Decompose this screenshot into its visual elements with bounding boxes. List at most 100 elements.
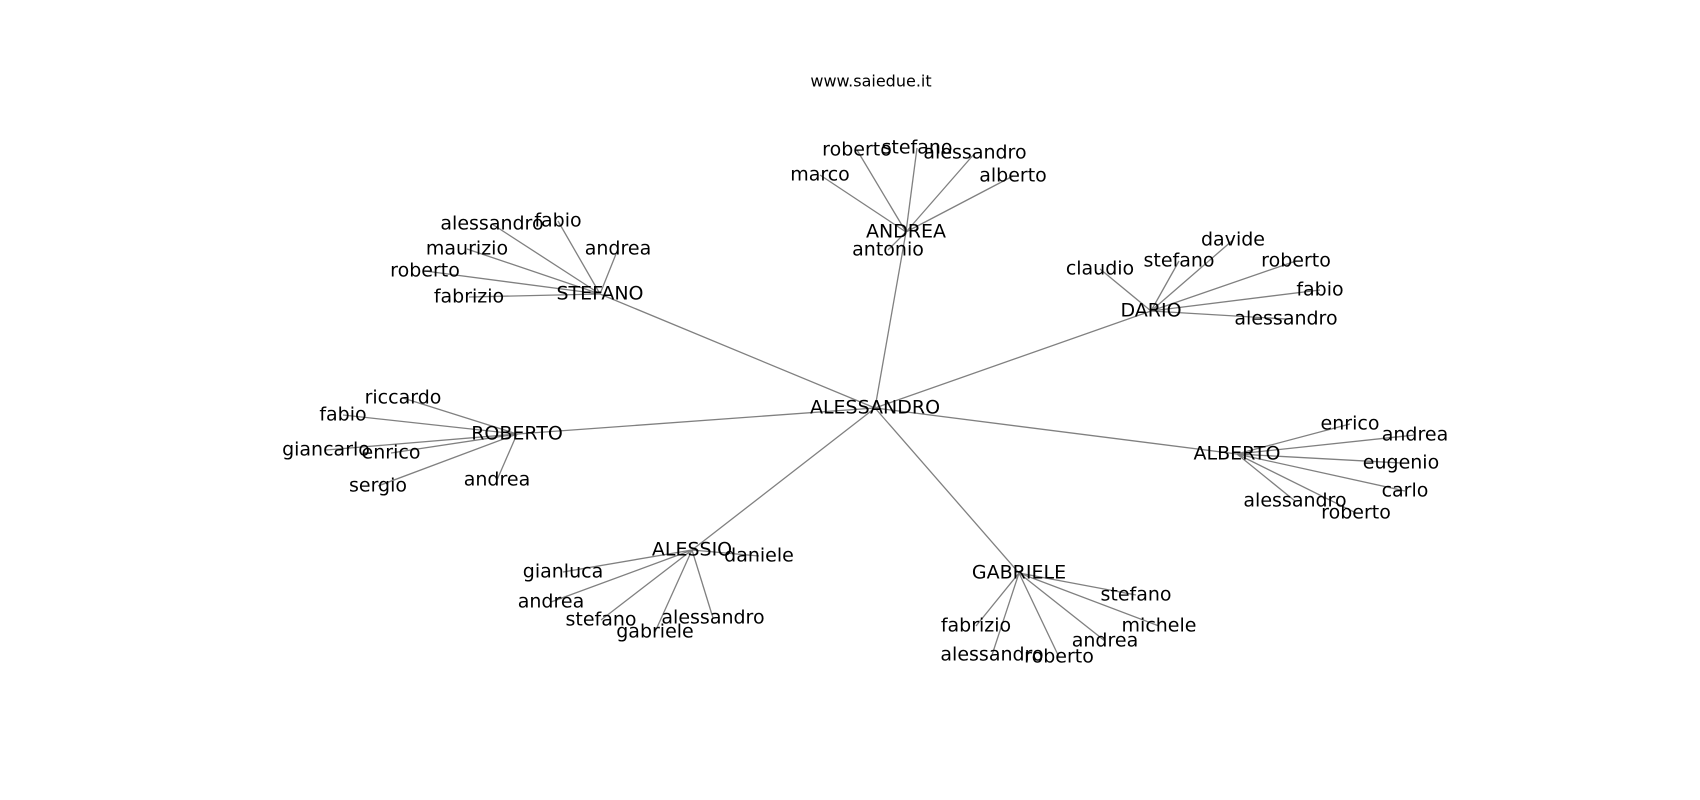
edge-dario-to-claudio <box>1099 268 1152 312</box>
leaf-node-label: enrico <box>362 442 421 464</box>
leaf-node-label: roberto <box>390 260 460 282</box>
edge-center-to-gabriele <box>874 407 1020 574</box>
leaf-node-label: davide <box>1201 229 1265 251</box>
leaf-node-label: alessandro <box>940 644 1043 666</box>
edge-stefano-to-fabrizio <box>468 293 601 298</box>
edge-stefano-to-roberto <box>424 270 601 295</box>
edge-alessio-to-stefano <box>600 549 693 621</box>
edge-andrea-to-marco <box>819 174 907 233</box>
leaf-node-label: andrea <box>1072 630 1138 652</box>
edge-center-to-stefano <box>599 293 876 409</box>
edge-gabriele-to-michele <box>1018 572 1160 627</box>
hub-node-label: GABRIELE <box>972 562 1066 584</box>
edge-center-to-andrea <box>874 231 907 409</box>
leaf-node-label: alessandro <box>923 142 1026 164</box>
edge-alberto-to-enrico <box>1236 423 1351 455</box>
leaf-node-label: alessandro <box>1243 490 1346 512</box>
edge-andrea-to-alessandro <box>905 152 976 233</box>
leaf-node-label: eugenio <box>1363 452 1439 474</box>
edge-alessio-to-andrea <box>550 549 693 603</box>
label-layer: www.saiedue.it ALESSANDROANDREArobertost… <box>282 72 1448 668</box>
edge-alessio-to-daniele <box>691 549 760 557</box>
edge-stefano-to-fabio <box>557 220 601 295</box>
hub-node-label: ALESSIO <box>652 539 732 561</box>
leaf-node-label: fabio <box>1296 279 1343 301</box>
leaf-node-label: michele <box>1122 615 1197 637</box>
leaf-node-label: fabio <box>534 210 581 232</box>
edge-andrea-to-stefano <box>905 147 918 233</box>
edge-alessio-to-alessandro <box>691 549 714 619</box>
leaf-node-label: stefano <box>881 137 952 159</box>
edge-alessio-to-gianluca <box>562 549 693 573</box>
edge-dario-to-alessandro <box>1150 310 1287 320</box>
leaf-node-label: fabrizio <box>941 615 1011 637</box>
leaf-node-label: gabriele <box>616 621 694 643</box>
hub-node-label: ROBERTO <box>471 423 563 445</box>
edge-andrea-to-antonio <box>887 231 907 251</box>
leaf-node-label: andrea <box>585 238 651 260</box>
leaf-node-label: fabio <box>319 404 366 426</box>
edge-roberto-to-riccardo <box>402 397 518 435</box>
leaf-node-label: claudio <box>1066 258 1134 280</box>
center-node-label: ALESSANDRO <box>810 397 940 419</box>
edge-andrea-to-alberto <box>905 175 1014 233</box>
edge-alberto-to-alessandro <box>1236 453 1296 502</box>
leaf-node-label: stefano <box>1100 584 1171 606</box>
leaf-node-label: carlo <box>1382 480 1429 502</box>
edge-gabriele-to-stefano <box>1018 572 1137 596</box>
edge-gabriele-to-roberto <box>1018 572 1060 658</box>
edge-dario-to-davide <box>1150 239 1234 312</box>
hub-node-label: ANDREA <box>866 221 946 243</box>
leaf-node-label: roberto <box>1261 250 1331 272</box>
leaf-node-label: andrea <box>518 591 584 613</box>
edge-roberto-to-giancarlo <box>325 433 518 451</box>
edge-layer <box>325 147 1416 658</box>
edge-andrea-to-roberto <box>856 149 907 233</box>
leaf-node-label: daniele <box>724 545 794 567</box>
leaf-node-label: enrico <box>1321 413 1380 435</box>
leaf-node-label: alessandro <box>661 607 764 629</box>
leaf-node-label: roberto <box>822 139 892 161</box>
edge-center-to-alessio <box>691 407 876 551</box>
leaf-node-label: alessandro <box>1234 308 1337 330</box>
hub-node-label: STEFANO <box>556 283 643 305</box>
edge-dario-to-fabio <box>1150 289 1321 312</box>
hub-node-label: ALBERTO <box>1193 443 1280 465</box>
edge-center-to-alberto <box>874 407 1238 455</box>
edge-stefano-to-andrea <box>599 248 619 295</box>
edge-gabriele-to-alessandro <box>991 572 1020 656</box>
leaf-node-label: stefano <box>1143 250 1214 272</box>
edge-roberto-to-enrico <box>390 433 518 454</box>
edge-dario-to-stefano <box>1150 260 1180 312</box>
leaf-node-label: roberto <box>1024 646 1094 668</box>
leaf-node-label: riccardo <box>365 387 442 409</box>
leaf-node-label: antonio <box>852 239 924 261</box>
edge-roberto-to-fabio <box>342 414 518 435</box>
leaf-node-label: stefano <box>565 609 636 631</box>
edge-alberto-to-eugenio <box>1236 453 1402 464</box>
leaf-node-label: gianluca <box>523 561 603 583</box>
edge-alberto-to-roberto <box>1236 453 1357 514</box>
edge-dario-to-roberto <box>1150 260 1297 312</box>
edge-stefano-to-alessandro <box>491 223 601 295</box>
leaf-node-label: marco <box>790 164 850 186</box>
leaf-node-label: sergio <box>349 475 407 497</box>
edge-gabriele-to-fabrizio <box>975 572 1020 627</box>
edge-center-to-roberto <box>516 407 876 435</box>
leaf-node-label: fabrizio <box>434 286 504 308</box>
leaf-node-label: alessandro <box>440 213 543 235</box>
leaf-node-label: andrea <box>464 469 530 491</box>
edge-alberto-to-carlo <box>1236 453 1406 492</box>
leaf-node-label: maurizio <box>426 238 508 260</box>
edge-alessio-to-gabriele <box>654 549 693 633</box>
hub-node-label: DARIO <box>1120 300 1181 322</box>
edge-alberto-to-andrea <box>1236 434 1416 455</box>
leaf-node-label: alberto <box>979 165 1047 187</box>
leaf-node-label: roberto <box>1321 502 1391 524</box>
edge-roberto-to-sergio <box>377 433 518 487</box>
leaf-node-label: andrea <box>1382 424 1448 446</box>
edge-stefano-to-maurizio <box>466 248 601 295</box>
watermark-text: www.saiedue.it <box>810 72 931 91</box>
edge-gabriele-to-andrea <box>1018 572 1106 642</box>
